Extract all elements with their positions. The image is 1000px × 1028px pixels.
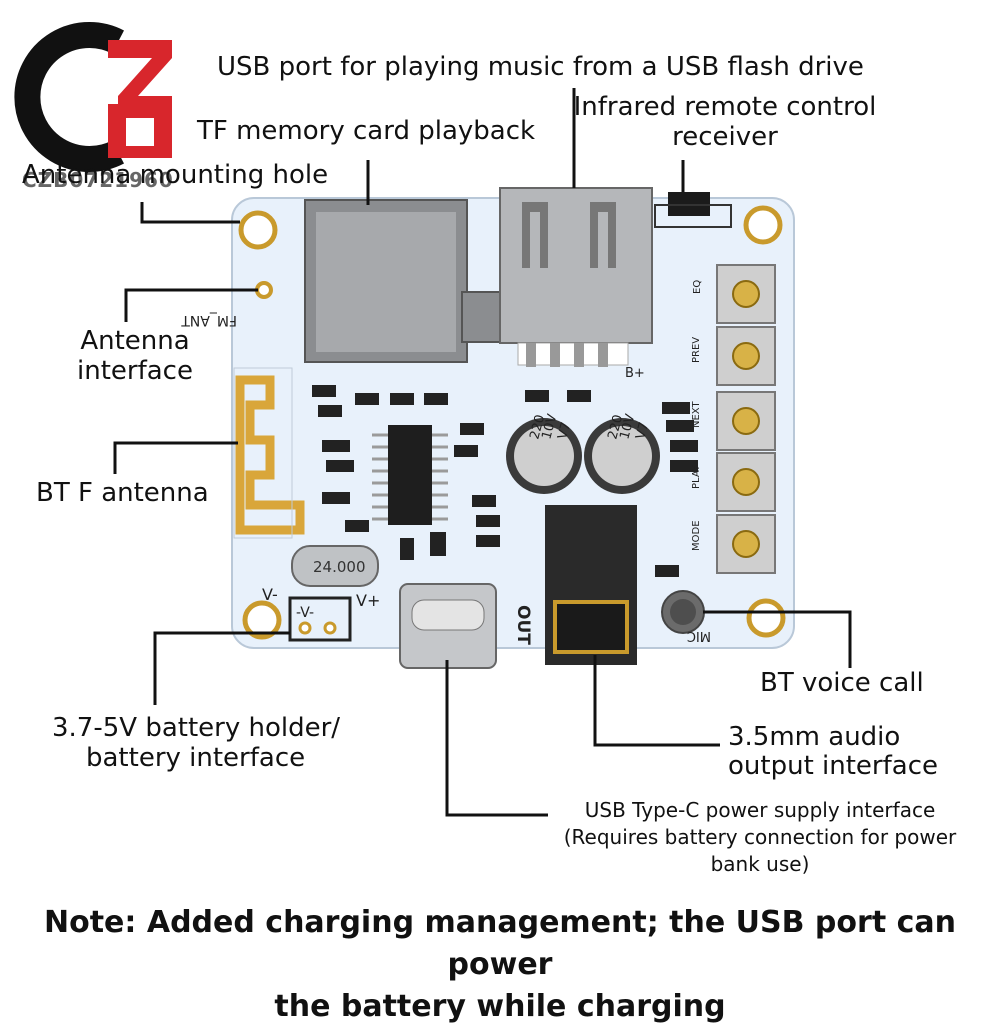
typec-callout-3: bank use) (710, 852, 810, 876)
minus-v-silk: -V- (296, 605, 314, 621)
next-button (716, 391, 776, 451)
out-silk: OUT (513, 605, 533, 645)
usb-c-port (399, 583, 497, 669)
antenna-interface-callout-2: interface (77, 356, 193, 386)
ir-receiver (654, 192, 732, 228)
smd-components (312, 385, 698, 577)
antenna-interface-callout-1: Antenna (80, 326, 190, 356)
button-column (716, 264, 776, 574)
vminus-silk: V- (262, 585, 278, 604)
charging-note: Note: Added charging management; the USB… (0, 902, 1000, 1028)
note-line-2: the battery while charging (274, 989, 726, 1024)
main-ic (372, 425, 448, 525)
vplus-silk: V+ (356, 591, 380, 610)
crystal-oscillator: 24.000 (291, 545, 379, 587)
note-line-1: Note: Added charging management; the USB… (44, 905, 956, 982)
logo-watermark: CZB0721960 (22, 168, 174, 192)
mounting-hole (242, 600, 282, 640)
bplus-silk: B+ (625, 366, 645, 381)
cap1-line2: 10V (539, 412, 560, 441)
audio-out-callout-1: 3.5mm audio (728, 722, 901, 752)
microphone (661, 590, 705, 634)
bt-antenna-callout: BT F antenna (36, 478, 209, 508)
next-silk: NEXT (691, 401, 702, 428)
play-button (716, 452, 776, 512)
play-silk: PLAY (691, 464, 702, 489)
mode-button (716, 514, 776, 574)
usb-port-callout: USB port for playing music from a USB fl… (217, 52, 864, 82)
eq-silk: EQ (692, 280, 703, 294)
fm-ant-silk: FM_ANT (181, 312, 237, 328)
cap2-line2: 10V (617, 412, 638, 441)
cap2-line3: V7 (633, 421, 652, 441)
crystal-label: 24.000 (313, 558, 366, 576)
battery-callout-1: 3.7-5V battery holder/ (52, 713, 341, 743)
mode-silk: MODE (691, 520, 702, 551)
ir-receiver-callout-1: Infrared remote control (573, 92, 877, 122)
prev-button (716, 326, 776, 386)
battery-callout-2: battery interface (86, 743, 306, 773)
typec-callout-2: (Requires battery connection for power (563, 825, 957, 849)
usb-a-port (499, 187, 653, 367)
eq-button (716, 264, 776, 324)
tf-card-slot (304, 199, 503, 363)
mounting-hole (238, 210, 278, 250)
bt-antenna-trace (235, 375, 305, 535)
cap2-line1: 220 (605, 413, 626, 441)
cap1-line1: 220 (527, 413, 548, 441)
ir-receiver-callout-2: receiver (672, 122, 778, 152)
prev-silk: PREV (691, 337, 702, 363)
antenna-pad (255, 281, 273, 299)
bt-voice-callout: BT voice call (760, 668, 924, 698)
mic-silk: MIC (687, 628, 711, 643)
antenna-hole-callout: Antenna mounting hole (22, 160, 329, 190)
leader-lines (113, 88, 852, 817)
brand-logo (14, 22, 172, 172)
cap1-line3: V7 (555, 421, 574, 441)
audio-out-callout-2: output interface (728, 751, 938, 781)
mounting-hole (746, 598, 786, 638)
audio-jack (545, 505, 637, 665)
mounting-hole (743, 205, 783, 245)
tf-card-callout: TF memory card playback (197, 116, 536, 146)
typec-callout-1: USB Type-C power supply interface (584, 798, 936, 822)
battery-terminal (288, 596, 352, 642)
